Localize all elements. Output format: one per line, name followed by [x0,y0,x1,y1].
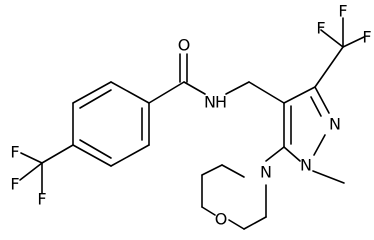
bond [312,170,345,184]
fluorine-label: F [316,19,325,38]
pyrazole-nitrogen-label: N [329,115,341,134]
fluorine-label: F [10,175,19,194]
bond [72,81,112,104]
bond [342,36,365,48]
bond [283,146,301,162]
bond [314,86,330,114]
bond [19,162,43,181]
morpholine-nitrogen-label: N [260,163,272,182]
morpholine-oxygen-label: O [215,210,228,229]
bond [228,219,245,230]
amide-nitrogen-label: N [204,93,216,112]
bond [20,152,43,164]
fluorine-label: F [37,190,46,209]
fluorine-label: F [338,2,347,21]
bond [313,134,326,156]
bond [148,81,185,104]
bond [314,46,344,88]
fluorine-label: F [10,143,19,162]
bond [283,86,316,104]
amide-hydrogen-label: H [215,93,227,112]
bond [41,144,74,164]
bond [221,164,245,178]
bond [265,146,285,162]
pyrazole-nitrogen-label: N [300,156,312,175]
bond [248,81,285,104]
oxygen-label: O [178,36,191,55]
bond [110,81,150,104]
bond [310,96,322,117]
bond [201,164,223,176]
bond [79,139,112,159]
bond [110,144,150,167]
bond [320,29,344,48]
bond [243,216,267,230]
bond [201,206,216,216]
bond [72,144,112,167]
bond [79,89,112,109]
fluorine-label: F [362,28,371,47]
bond [183,81,206,95]
bond [225,81,250,95]
